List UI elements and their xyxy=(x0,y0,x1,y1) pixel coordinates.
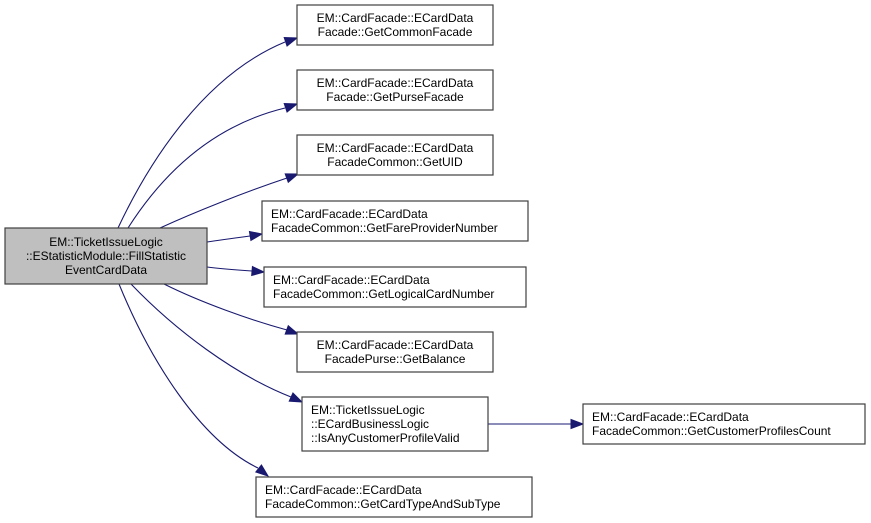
node-label-line: EM::CardFacade::ECardData xyxy=(317,76,474,90)
node-label-line: FacadeCommon::GetCardTypeAndSubType xyxy=(265,497,501,511)
node-label-line: EM::CardFacade::ECardData xyxy=(271,207,428,221)
edge-line xyxy=(118,283,259,469)
edge-root-n4 xyxy=(206,230,264,243)
node-label-line: FacadeCommon::GetUID xyxy=(327,155,463,169)
edge-line xyxy=(206,235,251,243)
arrowhead-icon xyxy=(251,265,266,277)
arrowhead-icon xyxy=(284,324,300,335)
node-box xyxy=(582,403,866,445)
node-box xyxy=(255,476,533,518)
node-label-line: EM::TicketIssueLogic xyxy=(49,235,163,249)
node-label-line: Facade::GetPurseFacade xyxy=(326,90,464,104)
node-box xyxy=(4,227,208,285)
edge-line xyxy=(130,283,292,398)
arrowhead-icon xyxy=(283,102,299,113)
edge-line xyxy=(159,177,288,229)
arrowhead-icon xyxy=(254,464,270,477)
node-box xyxy=(263,266,527,308)
callee-function-node[interactable]: EM::CardFacade::ECardDataFacadeCommon::G… xyxy=(261,200,529,242)
arrowhead-icon xyxy=(283,36,299,47)
node-box xyxy=(296,331,494,373)
root-function-node[interactable]: EM::TicketIssueLogic::EStatisticModule::… xyxy=(4,227,208,285)
callee-function-node[interactable]: EM::CardFacade::ECardDataFacadeCommon::G… xyxy=(582,403,866,445)
node-box xyxy=(296,4,494,46)
callee-function-node[interactable]: EM::CardFacade::ECardDataFacade::GetComm… xyxy=(296,4,494,46)
arrowhead-icon xyxy=(570,418,585,430)
node-box xyxy=(301,396,489,452)
edge-root-n7 xyxy=(130,283,304,403)
node-box xyxy=(296,134,494,176)
arrowhead-icon xyxy=(284,173,300,184)
node-label-line: EM::CardFacade::ECardData xyxy=(592,410,749,424)
node-label-line: FacadeCommon::GetFareProviderNumber xyxy=(271,221,498,235)
node-label-line: EventCardData xyxy=(65,263,147,277)
node-box xyxy=(261,200,529,242)
arrowhead-icon xyxy=(248,230,264,242)
node-label-line: EM::TicketIssueLogic xyxy=(311,403,425,417)
node-label-line: ::IsAnyCustomerProfileValid xyxy=(311,431,460,445)
node-label-line: EM::CardFacade::ECardData xyxy=(273,273,430,287)
edge-root-n1 xyxy=(117,36,299,229)
node-label-line: EM::CardFacade::ECardData xyxy=(317,11,474,25)
callee-function-node[interactable]: EM::CardFacade::ECardDataFacadePurse::Ge… xyxy=(296,331,494,373)
edge-root-n5 xyxy=(206,265,266,277)
node-label-line: Facade::GetCommonFacade xyxy=(318,25,473,39)
edge-root-n2 xyxy=(127,102,299,229)
edge-line xyxy=(117,41,286,229)
callee-function-node[interactable]: EM::CardFacade::ECardDataFacadeCommon::G… xyxy=(296,134,494,176)
nodes-layer: EM::TicketIssueLogic::EStatisticModule::… xyxy=(4,4,866,518)
callee-function-node[interactable]: EM::TicketIssueLogic::ECardBusinessLogic… xyxy=(301,396,489,452)
node-label-line: FacadeCommon::GetCustomerProfilesCount xyxy=(592,424,831,438)
node-box xyxy=(296,69,494,111)
arrowhead-icon xyxy=(288,392,304,403)
node-label-line: FacadePurse::GetBalance xyxy=(325,352,466,366)
edge-root-n8 xyxy=(118,283,270,477)
edge-n7-n9 xyxy=(488,418,585,430)
node-label-line: ::EStatisticModule::FillStatistic xyxy=(26,249,186,263)
callee-function-node[interactable]: EM::CardFacade::ECardDataFacade::GetPurs… xyxy=(296,69,494,111)
edge-line xyxy=(163,283,288,331)
edge-root-n3 xyxy=(159,173,300,229)
callee-function-node[interactable]: EM::CardFacade::ECardDataFacadeCommon::G… xyxy=(263,266,527,308)
edge-line xyxy=(127,107,286,229)
node-label-line: EM::CardFacade::ECardData xyxy=(317,338,474,352)
node-label-line: EM::CardFacade::ECardData xyxy=(265,483,422,497)
node-label-line: ::ECardBusinessLogic xyxy=(311,417,429,431)
callee-function-node[interactable]: EM::CardFacade::ECardDataFacadeCommon::G… xyxy=(255,476,533,518)
edges-layer xyxy=(117,36,585,477)
edge-line xyxy=(206,266,253,272)
edge-root-n6 xyxy=(163,283,300,335)
node-label-line: FacadeCommon::GetLogicalCardNumber xyxy=(273,287,494,301)
node-label-line: EM::CardFacade::ECardData xyxy=(317,141,474,155)
